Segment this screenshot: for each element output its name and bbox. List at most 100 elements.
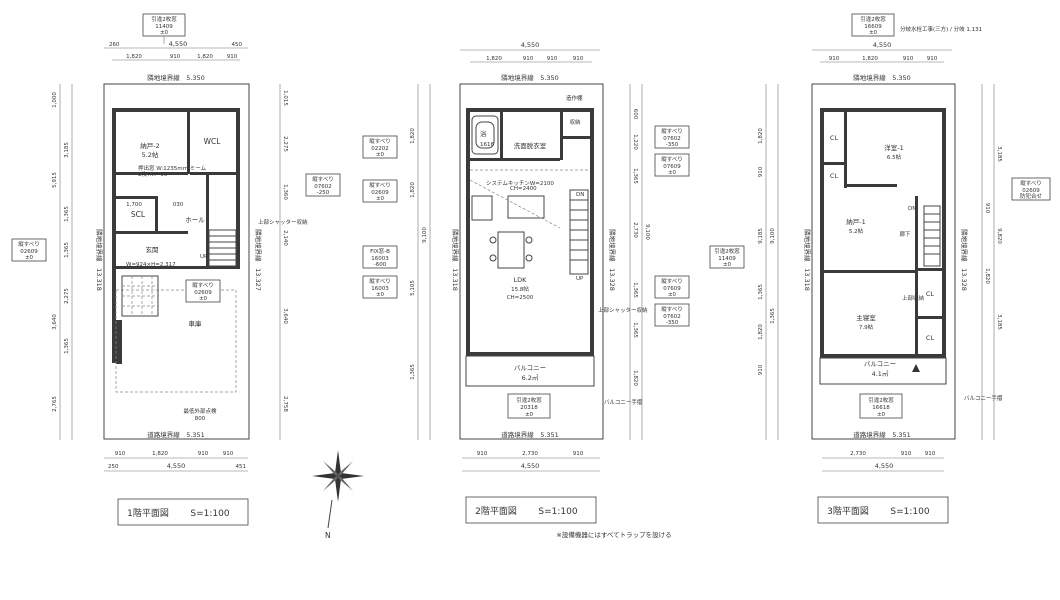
svg-text:引違2枚窓: 引違2枚窓: [714, 247, 740, 255]
svg-text:1,015: 1,015: [282, 90, 288, 106]
svg-text:FIX窓-B: FIX窓-B: [370, 247, 390, 255]
svg-text:±0: ±0: [869, 30, 878, 36]
svg-text:1,820: 1,820: [126, 54, 142, 60]
svg-text:最低外部点検: 最低外部点検: [183, 407, 217, 415]
svg-text:4,550: 4,550: [169, 40, 188, 48]
svg-text:4,550: 4,550: [521, 462, 540, 470]
svg-text:上部シャッター収納: 上部シャッター収納: [258, 218, 308, 226]
f3-room-shinshitsu: 主寝室: [856, 313, 876, 322]
svg-text:縦すべり: 縦すべり: [1020, 179, 1042, 187]
svg-text:910: 910: [927, 56, 938, 62]
svg-text:上部シャッター収納: 上部シャッター収納: [598, 306, 648, 314]
svg-text:910: 910: [984, 203, 990, 214]
svg-text:1,365: 1,365: [64, 242, 70, 258]
f2-room-wash: 洗面脱衣室: [514, 141, 547, 150]
svg-text:1,365: 1,365: [64, 338, 70, 354]
svg-text:-350: -350: [666, 142, 679, 148]
svg-text:引違2枚窓: 引違2枚窓: [516, 396, 542, 404]
svg-text:1,820: 1,820: [410, 128, 416, 144]
svg-text:引違2枚窓: 引違2枚窓: [868, 396, 894, 404]
svg-text:隣地境界線 5.350: 隣地境界線 5.350: [501, 73, 559, 82]
svg-text:030: 030: [173, 202, 184, 208]
svg-text:5,915: 5,915: [52, 172, 58, 188]
svg-text:800: 800: [195, 416, 206, 422]
svg-text:5,105: 5,105: [410, 280, 416, 296]
svg-text:-250: -250: [317, 190, 330, 196]
svg-text:縦すべり: 縦すべり: [369, 181, 391, 189]
svg-text:造作棚: 造作棚: [566, 94, 583, 102]
svg-text:2,758: 2,758: [282, 396, 288, 412]
svg-text:N: N: [325, 531, 331, 540]
svg-text:バルコニー手摺: バルコニー手摺: [604, 398, 643, 406]
svg-text:910: 910: [901, 451, 912, 457]
svg-text:1,000: 1,000: [52, 92, 58, 108]
svg-text:600: 600: [632, 109, 638, 120]
svg-text:1,820: 1,820: [410, 182, 416, 198]
svg-text:1,365: 1,365: [632, 168, 638, 184]
f1-room-garage: 車庫: [189, 319, 203, 328]
floor-2-plan: 4,550 1,820 910 910 910 隣地境界線 5.350 道路境界…: [362, 41, 690, 539]
svg-text:1,700: 1,700: [126, 202, 142, 208]
svg-text:押出窓 W:1235mm/ミーム: 押出窓 W:1235mm/ミーム: [138, 164, 207, 172]
svg-text:隣地境界線 13.318: 隣地境界線 13.318: [95, 229, 104, 291]
svg-text:910: 910: [903, 56, 914, 62]
svg-text:9,185: 9,185: [758, 228, 764, 244]
svg-text:16003: 16003: [371, 256, 389, 262]
svg-text:隣地境界線 13.327: 隣地境界線 13.327: [254, 229, 263, 291]
svg-text:6.5帖: 6.5帖: [887, 153, 902, 161]
svg-text:バルコニー手摺: バルコニー手摺: [964, 394, 1003, 402]
svg-text:1,820: 1,820: [758, 324, 764, 340]
svg-text:1,820: 1,820: [486, 56, 502, 62]
f1-lot-boundary: [103, 83, 250, 440]
svg-text:02609: 02609: [1022, 188, 1040, 194]
f2-room-bath: 浴: [480, 129, 487, 138]
f3-title: 3階平面図: [827, 506, 869, 517]
svg-text:16618: 16618: [872, 405, 890, 411]
svg-text:02202: 02202: [371, 146, 389, 152]
svg-text:2,140: 2,140: [282, 230, 288, 246]
f1-room-nando2: 納戸-2: [140, 141, 159, 150]
f2-scale: S=1:100: [538, 507, 577, 517]
f2-room-storage: 収納: [569, 118, 581, 126]
svg-text:3,185: 3,185: [996, 314, 1002, 330]
svg-text:引違2枚窓: 引違2枚窓: [860, 15, 886, 23]
svg-text:±0: ±0: [376, 196, 385, 202]
svg-text:1,820: 1,820: [632, 370, 638, 386]
svg-text:2,275: 2,275: [282, 136, 288, 152]
svg-text:910: 910: [573, 451, 584, 457]
f1-title: 1階平面図: [127, 508, 169, 519]
svg-text:隣地境界線 13.318: 隣地境界線 13.318: [451, 229, 460, 291]
svg-text:1,220: 1,220: [632, 134, 638, 150]
svg-text:-600: -600: [374, 262, 387, 268]
f2-title-box: [465, 496, 597, 524]
svg-text:02609: 02609: [20, 249, 38, 255]
svg-text:9,100: 9,100: [770, 228, 776, 244]
svg-text:隣地境界線 13.328: 隣地境界線 13.328: [960, 229, 969, 291]
svg-text:道路境界線 5.351: 道路境界線 5.351: [853, 430, 911, 439]
svg-text:±0: ±0: [877, 412, 886, 418]
svg-text:260: 260: [109, 42, 120, 48]
trap-note: ※設備機器にはすべてトラップを設ける: [556, 530, 671, 539]
svg-text:910: 910: [170, 54, 181, 60]
svg-text:451: 451: [236, 464, 247, 470]
svg-text:±0: ±0: [376, 292, 385, 298]
floor-1-plan: 引違2枚窓 11409 ±0 260 4,550 450 1,820 910 1…: [11, 13, 341, 526]
svg-text:±0: ±0: [25, 255, 34, 261]
svg-text:隣地境界線 5.350: 隣地境界線 5.350: [147, 73, 205, 82]
svg-text:UP: UP: [200, 254, 208, 260]
svg-text:1,365: 1,365: [770, 308, 776, 324]
f1-room-wcl: WCL: [204, 137, 222, 146]
svg-text:縦すべり: 縦すべり: [661, 155, 683, 163]
f3-room-cl2: CL: [830, 172, 839, 180]
f3-room-balcony: バルコニー: [864, 360, 896, 368]
svg-text:07602: 07602: [663, 136, 681, 142]
north-compass-icon: N: [312, 450, 364, 540]
svg-text:02609: 02609: [371, 190, 389, 196]
svg-text:縦すべり: 縦すべり: [18, 240, 40, 248]
svg-text:2,730: 2,730: [632, 222, 638, 238]
svg-text:±0: ±0: [199, 296, 208, 302]
svg-text:±0: ±0: [723, 262, 732, 268]
svg-text:910: 910: [223, 451, 234, 457]
